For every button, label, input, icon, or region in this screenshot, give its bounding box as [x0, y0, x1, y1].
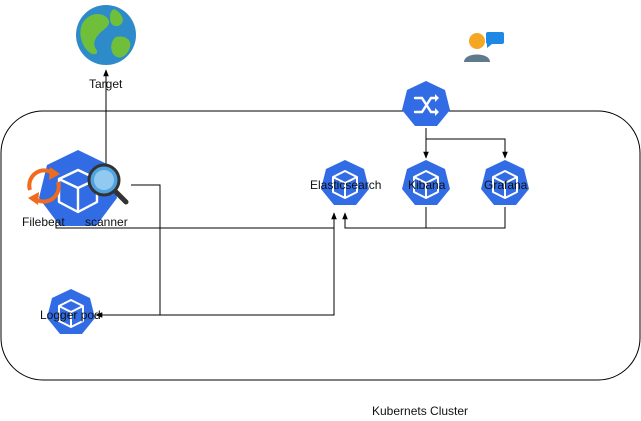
edge-logger-to-elasticsearch [160, 212, 337, 316]
filebeat-label: Filebeat [22, 215, 65, 229]
k8s-ingress-icon [402, 81, 450, 126]
refresh-icon [27, 167, 61, 205]
edge-ingress-to-grafana [426, 138, 508, 159]
connectors [55, 69, 508, 318]
globe-icon [76, 5, 136, 65]
cluster-label: Kubernets Cluster [372, 404, 469, 418]
k8s-pod-icon-elasticsearch [321, 160, 369, 205]
target-label: Target [89, 77, 123, 91]
elasticsearch-label: Elasticsearch [310, 178, 382, 192]
edge-scanner-to-logger [95, 184, 161, 318]
edge-kibana-grafana-to-elasticsearch [342, 207, 506, 229]
user-chat-icon [464, 32, 504, 62]
kibana-label: Kibana [408, 178, 446, 192]
grafana-label: Grafana [484, 178, 528, 192]
k8s-pod-icon-grafana [481, 160, 529, 205]
magnifier-icon [87, 163, 129, 205]
k8s-pod-icon-logger [47, 289, 95, 334]
k8s-pod-icon-kibana [402, 160, 450, 205]
kubernetes-cluster-boundary [0, 110, 641, 381]
scanner-label: scanner [85, 215, 128, 229]
edge-filebeat-to-elasticsearch [55, 218, 334, 229]
logger-pod-label: Logger pod [40, 308, 101, 322]
